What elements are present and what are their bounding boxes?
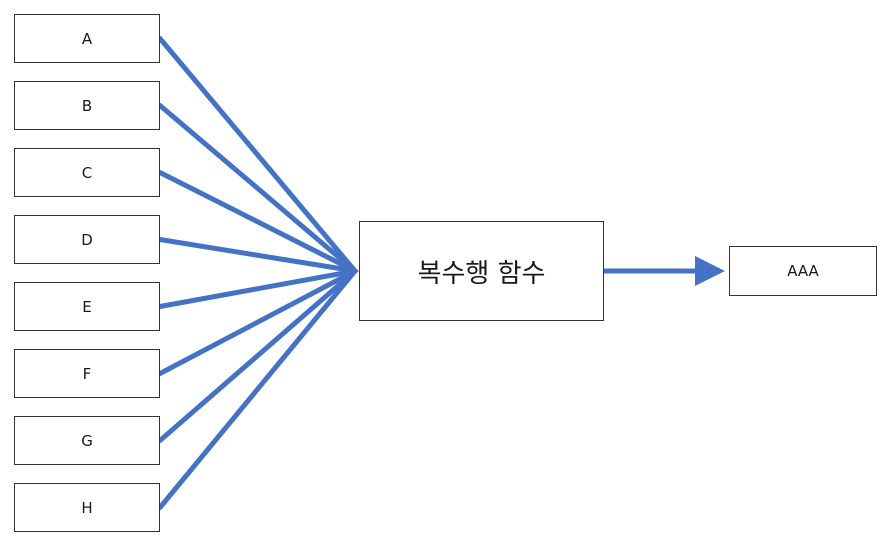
input-box: A	[14, 14, 160, 63]
input-label: D	[81, 230, 93, 249]
connector-line	[157, 36, 358, 274]
input-box: B	[14, 81, 160, 130]
input-box: H	[14, 483, 160, 532]
input-box: E	[14, 282, 160, 331]
input-box: F	[14, 349, 160, 398]
input-label: F	[82, 364, 92, 383]
input-label: G	[81, 431, 93, 450]
input-label: H	[81, 498, 93, 517]
function-label: 복수행 함수	[417, 258, 546, 289]
input-label: C	[81, 163, 93, 182]
connector-line	[157, 103, 358, 274]
input-box: G	[14, 416, 160, 465]
convergence-arrowhead	[343, 260, 359, 282]
output-box: AAA	[729, 246, 877, 296]
multi-row-function-box: 복수행 함수	[359, 221, 604, 321]
input-box: C	[14, 148, 160, 197]
output-label: AAA	[787, 262, 819, 280]
connector-line	[157, 268, 358, 510]
connector-line	[157, 268, 358, 443]
connector-line	[157, 170, 358, 274]
input-label: B	[81, 96, 93, 115]
connector-line	[157, 237, 358, 274]
input-connectors	[157, 36, 359, 510]
connector-line	[157, 268, 358, 309]
input-label: E	[82, 297, 92, 316]
connector-line	[157, 268, 358, 376]
input-label: A	[81, 29, 93, 48]
input-box: D	[14, 215, 160, 264]
